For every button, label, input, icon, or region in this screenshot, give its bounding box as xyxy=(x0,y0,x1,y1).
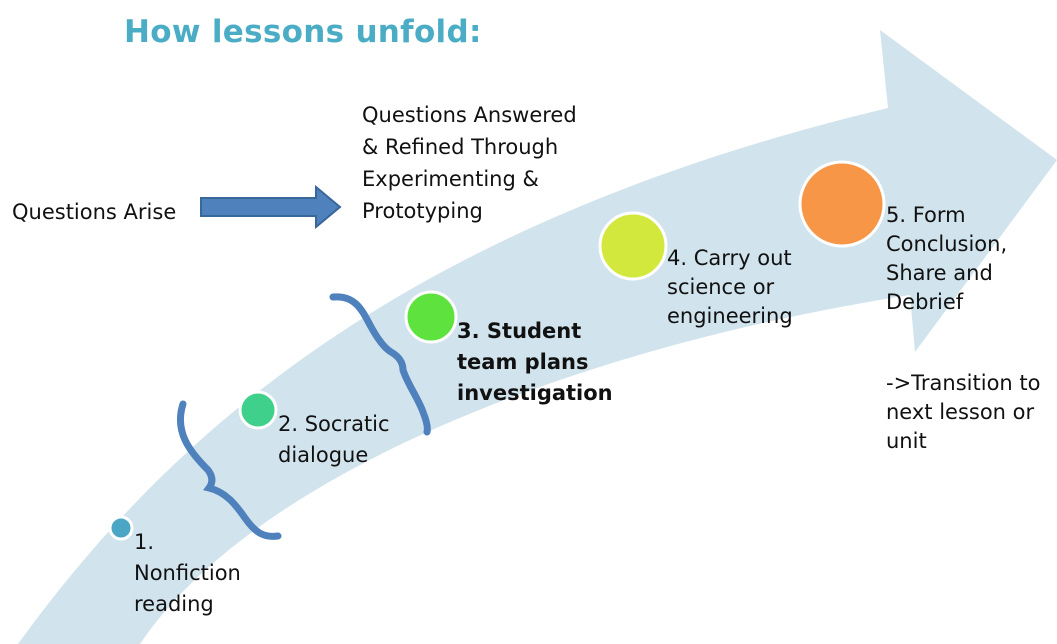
page-title: How lessons unfold: xyxy=(124,14,482,50)
step-1-circle xyxy=(108,515,134,541)
step-3-circle xyxy=(404,290,458,344)
progress-arrow xyxy=(18,30,1057,644)
step-4-label: 4. Carry out science or engineering xyxy=(667,246,793,328)
brace-right xyxy=(329,293,431,436)
questions-arise-label: Questions Arise xyxy=(12,200,177,224)
connector-arrow xyxy=(200,184,342,230)
step-3-label: 3. Student team plans investigation xyxy=(457,319,613,405)
step-1-label: 1. Nonfiction reading xyxy=(134,530,241,616)
brace-left xyxy=(176,400,282,540)
step-2-label: 2. Socratic dialogue xyxy=(278,412,390,467)
step-5-label: 5. Form Conclusion, Share and Debrief xyxy=(886,203,1008,314)
step-2-circle xyxy=(238,390,278,430)
step-4-circle xyxy=(598,211,668,281)
transition-note: ->Transition to next lesson or unit xyxy=(886,371,1041,453)
step-5-circle xyxy=(798,160,886,248)
questions-answered-label: Questions Answered & Refined Through Exp… xyxy=(362,103,577,223)
